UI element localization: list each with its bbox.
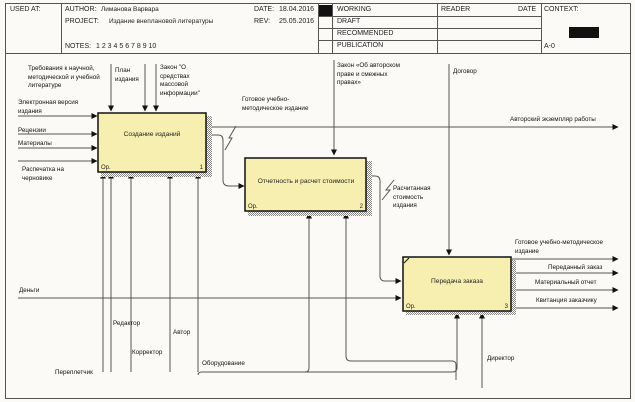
- project-label: PROJECT:: [65, 18, 99, 25]
- box-3: [402, 256, 512, 312]
- box-3-op: Op.: [406, 304, 416, 310]
- label-ready-edition: Готовое учебно-методическое издание: [242, 96, 309, 112]
- author-label: AUTHOR:: [65, 6, 97, 13]
- header-divider-context: [541, 4, 542, 53]
- date-value: 18.04.2016: [279, 6, 315, 13]
- label-requirements: Требования к научной, методической и уче…: [28, 65, 100, 89]
- box-3-title: Передача заказа: [431, 278, 483, 285]
- arrow-equipment-3: [305, 312, 460, 373]
- label-transferred-order: Переданный заказ: [548, 264, 603, 271]
- node-label: A-0: [544, 43, 555, 50]
- context-label: CONTEXT:: [544, 6, 579, 13]
- arrow-director-2: [343, 212, 457, 380]
- label-receipt: Квитанция заказчику: [536, 297, 597, 304]
- box-1-number: 1: [200, 165, 204, 171]
- label-director: Директор: [487, 355, 515, 362]
- label-material-report: Материальный отчет: [535, 279, 597, 286]
- label-reviews: Рецензии: [18, 127, 46, 134]
- box-3-number: 3: [505, 304, 509, 310]
- working-status-marker: [319, 5, 332, 16]
- label-author: Автор: [173, 329, 191, 336]
- box-2-op: Op.: [248, 204, 258, 210]
- label-contract: Договор: [453, 68, 477, 75]
- rev-value: 25.05.2016: [279, 18, 315, 25]
- header-row-3: [318, 40, 541, 41]
- author-value: Лиманова Варвара: [101, 6, 159, 13]
- label-plan: План издания: [115, 67, 139, 83]
- header-row-2: [318, 28, 541, 29]
- rev-label: REV:: [254, 18, 271, 25]
- box-1-title: Создание изданий: [124, 130, 181, 138]
- label-money: Деньги: [19, 287, 40, 294]
- reader-label: READER: [441, 6, 471, 13]
- box-1: [97, 112, 207, 173]
- header-bottom-divider: [6, 53, 630, 54]
- label-ready-edition-final: Готовое учебно-методическое издание: [515, 239, 603, 255]
- status-recommended: RECOMMENDED: [337, 30, 394, 37]
- context-thumbnail: [569, 27, 599, 38]
- status-draft: DRAFT: [337, 18, 361, 25]
- label-media-law: Закон "О средствах массовой информации": [160, 64, 200, 97]
- label-electronic-version: Электронная версия издания: [18, 99, 79, 115]
- label-copyright-law: Закон «Об авторском праве и смежных прав…: [337, 62, 400, 86]
- box-2: [244, 157, 367, 212]
- squiggle-ready-edition: [224, 125, 237, 151]
- reader-date-label: DATE: [518, 6, 537, 13]
- header-divider-usedat: [61, 4, 62, 53]
- label-draft-print: Распечатка на черновике: [22, 166, 64, 182]
- header-row-1: [318, 16, 541, 17]
- box-1-op: Op.: [101, 165, 111, 171]
- box-2-number: 2: [360, 204, 364, 210]
- label-calculated-cost: Расчитанная стоимость издания: [393, 185, 431, 209]
- used-at-label: USED AT:: [10, 6, 41, 13]
- squiggle-calculated-cost: [381, 179, 395, 201]
- label-editor: Редактор: [113, 320, 141, 327]
- arrow-equipment-2: [197, 212, 312, 376]
- project-value: Издание внеплановой литературы: [109, 18, 214, 25]
- date-label: DATE:: [254, 6, 275, 13]
- label-equipment: Оборудование: [202, 360, 245, 367]
- label-proofreader: Корректор: [132, 349, 163, 356]
- box-2-title: Отчетность и расчет стоимости: [258, 178, 355, 185]
- arrow-ready-edition-to-2: [207, 134, 245, 189]
- notes-value: 1 2 3 4 5 6 7 8 9 10: [96, 43, 157, 50]
- status-publication: PUBLICATION: [337, 42, 384, 49]
- label-binder: Переплетчик: [55, 369, 93, 376]
- arrow-calculated-cost: [367, 175, 402, 284]
- box-3-corner-mark: [403, 257, 410, 264]
- label-materials: Материалы: [18, 140, 52, 147]
- status-working: WORKING: [337, 6, 372, 13]
- notes-label: NOTES:: [65, 43, 92, 50]
- label-author-copy: Авторский экземпляр работы: [510, 116, 596, 123]
